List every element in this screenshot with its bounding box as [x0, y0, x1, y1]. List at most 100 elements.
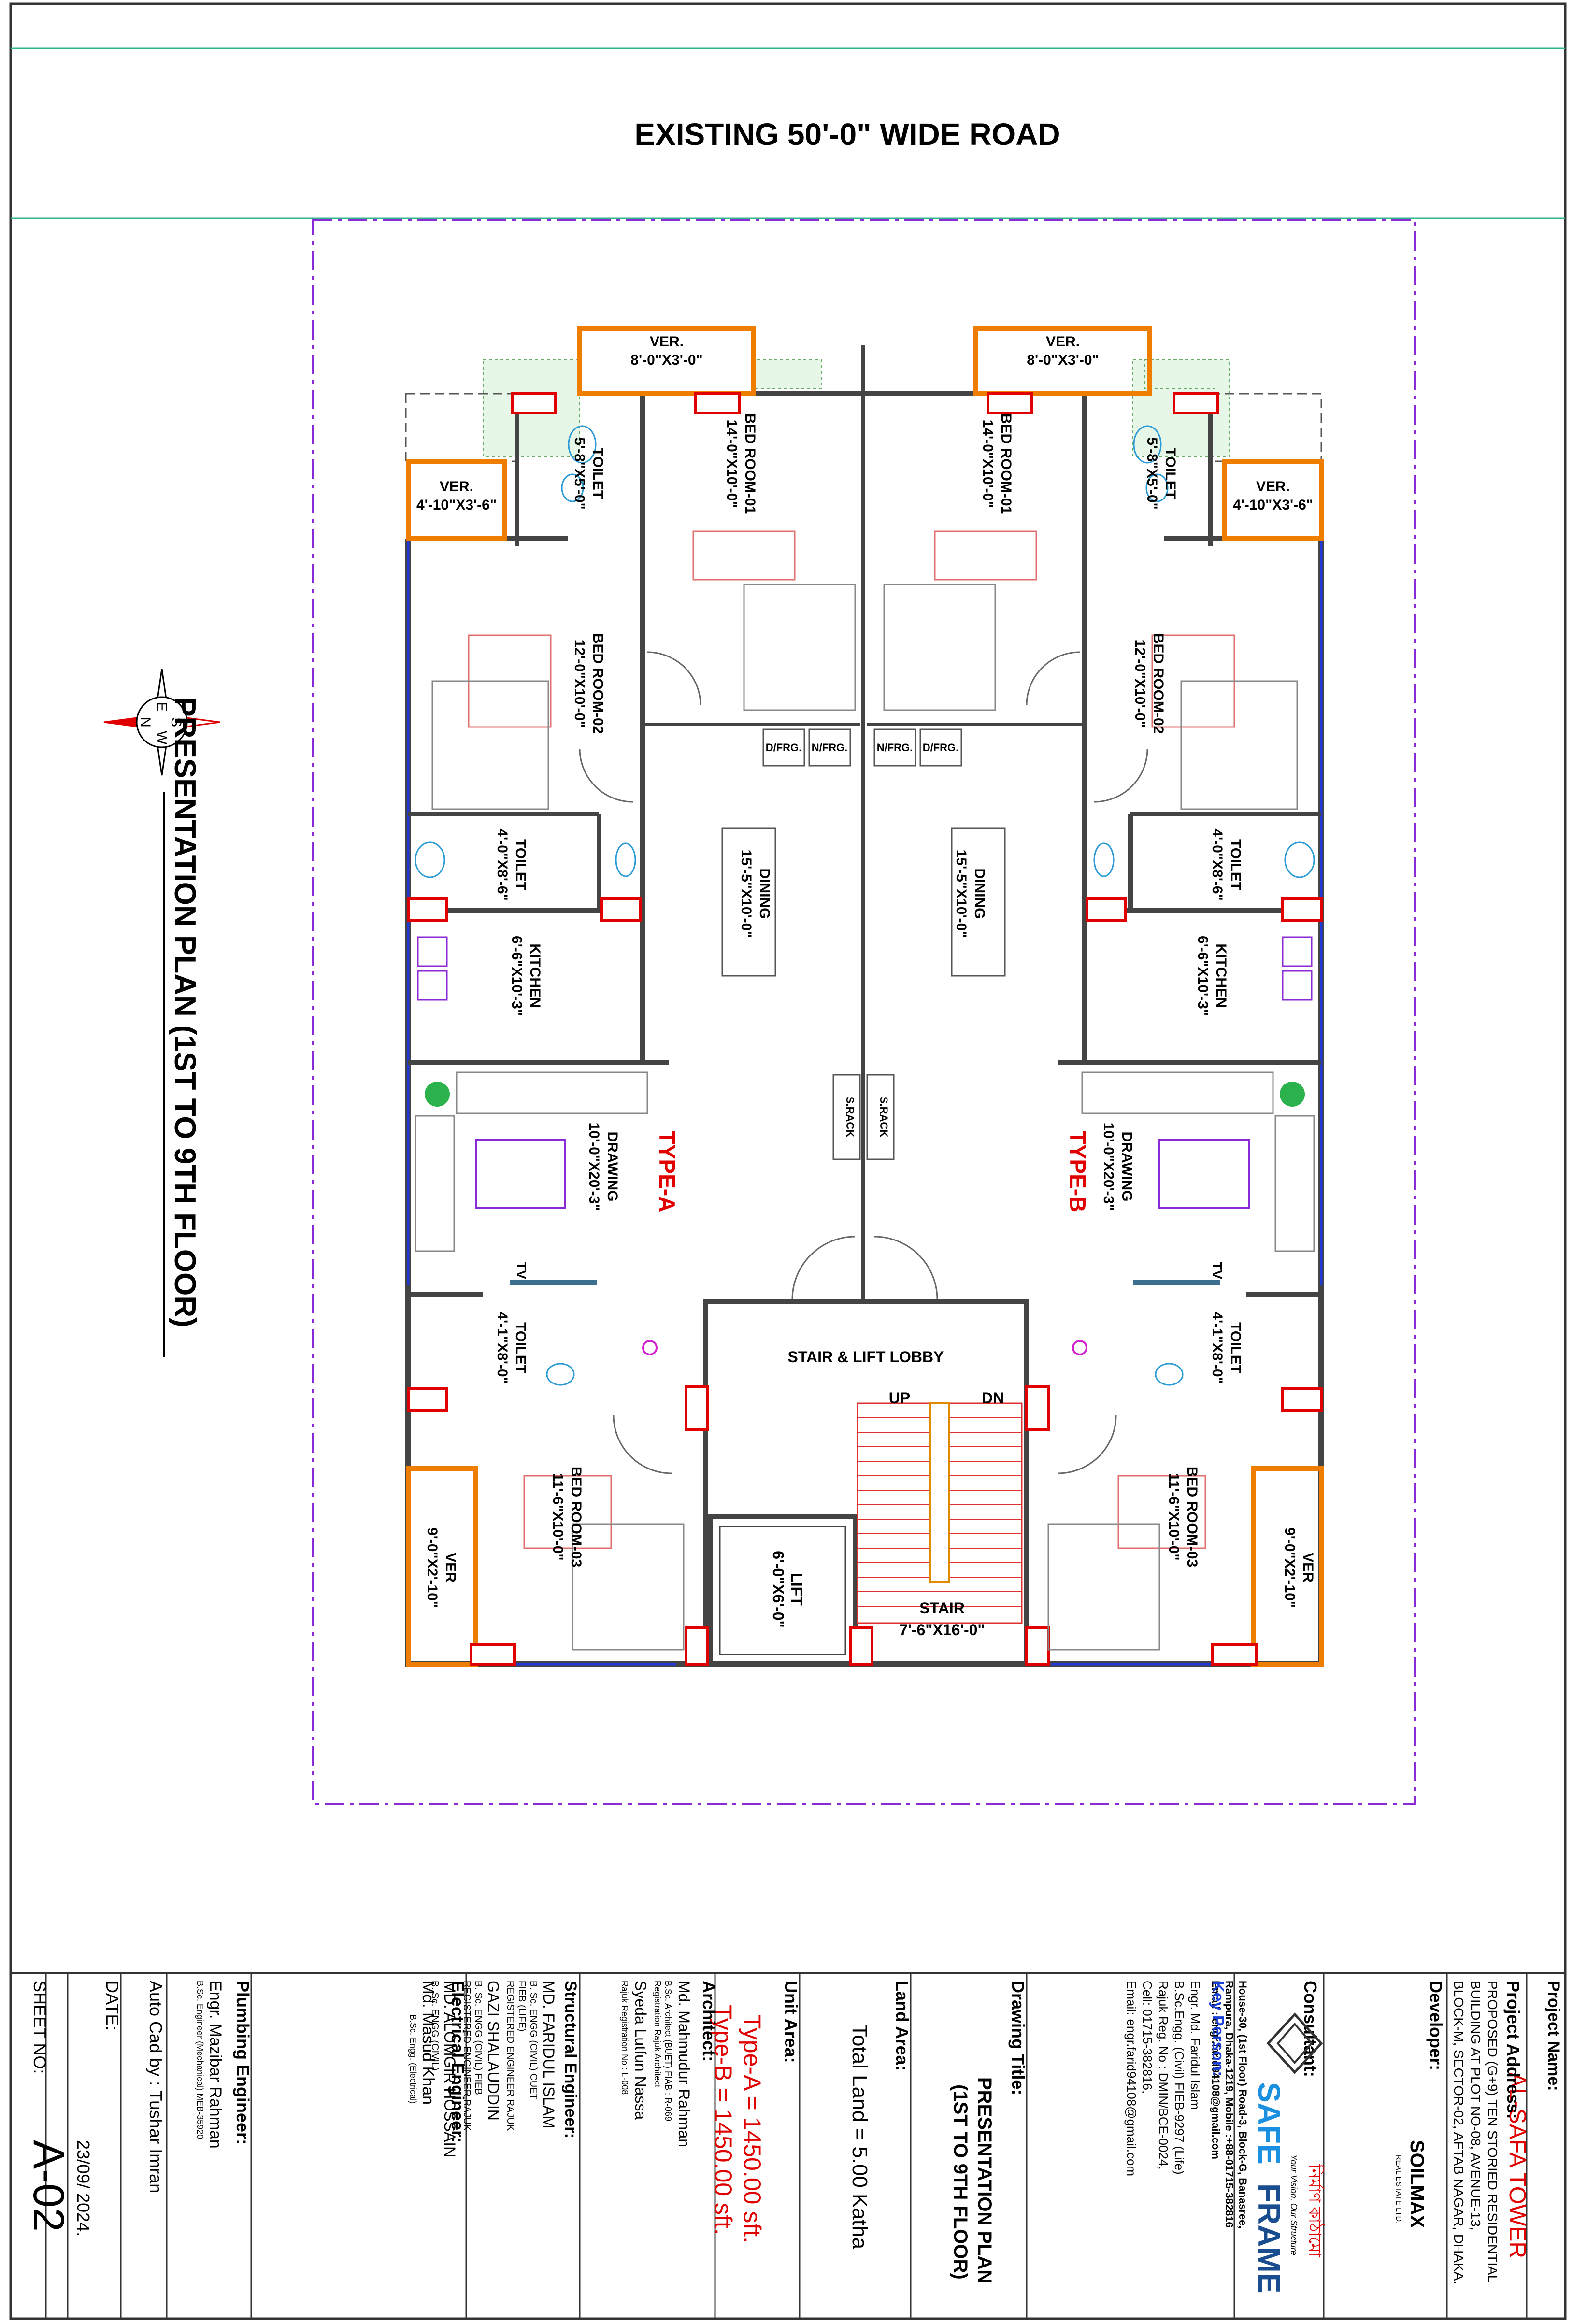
- compass-s: S: [168, 717, 184, 727]
- room-name: VER.: [1046, 334, 1080, 350]
- veranda-frames: [406, 326, 1324, 1667]
- consultant-tagline: Your Vision, Our Structure: [1289, 2154, 1299, 2255]
- room-name: BED ROOM-03: [568, 1467, 584, 1567]
- architect-line: B.Sc. Architect (BUET) FIAB : R-069: [663, 1981, 673, 2121]
- title-block: Project Name: AL-SAFA TOWER Project Addr…: [11, 1972, 1565, 2319]
- core-labels: STAIR & LIFT LOBBY UP DN LIFT6'-0"X6'-0"…: [770, 1348, 1004, 1639]
- shoe-rack-icons: [832, 1074, 895, 1160]
- room-dim: 8'-0"X3'-0": [630, 352, 702, 368]
- structural-label: Structural Engineer:: [561, 1981, 580, 2139]
- safe-frame-logo-icon: [1266, 2012, 1323, 2074]
- room-dim: 8'-0"X3'-0": [1027, 352, 1099, 368]
- project-name: AL-SAFA TOWER: [1504, 2072, 1530, 2258]
- project-address-label: Project Address:: [1503, 1981, 1523, 2119]
- room-dim: 10'-0"X20'-3": [1101, 1123, 1116, 1211]
- stair-dim: 7'-6"X16'-0": [899, 1621, 985, 1639]
- structural-line: REGISTERED ENGINEER RAJUK: [461, 1981, 472, 2131]
- structural-line: B. Sc. ENGG (CIVIL) FIEB: [473, 1981, 484, 2095]
- stove-icons: [417, 936, 1313, 1001]
- room-name: VER.: [1256, 479, 1290, 495]
- sheet-value: A-02: [24, 2140, 72, 2232]
- room-dim: 11'-6"X10'-0": [550, 1473, 566, 1560]
- architect-line: Rajuk Registration No : L-008: [620, 1981, 629, 2095]
- room-dim: 4'-10"X3'-6": [416, 497, 497, 513]
- key-person-line: Rajuk Reg. No : DMIN/BCE-0024,: [1156, 1981, 1171, 2170]
- consultant-address-line: House-30, (1st Floor) Road-3, Block-G, B…: [1237, 1981, 1249, 2228]
- developer-name: SOILMAX: [1406, 2140, 1428, 2228]
- room-name: TOILET: [1162, 448, 1178, 499]
- balcony-hatch: [751, 359, 822, 389]
- room-dim: 4'-10"X3'-6": [1233, 497, 1313, 513]
- drawing-title-line: (1ST TO 9TH FLOOR): [950, 2084, 971, 2280]
- dining-table-icons: [721, 827, 1006, 977]
- room-dim: 12'-0"X10'-0": [572, 640, 587, 728]
- unit-area-line: Type-B = 1450.00 sft.: [710, 2005, 737, 2235]
- structural-line: FIEB (LIFE): [516, 1981, 527, 2032]
- fridge-label: N/FRG.: [812, 741, 848, 754]
- electrical-line: Md. Masud Khan: [419, 1981, 437, 2105]
- lift-shaft: [708, 1514, 858, 1667]
- structural-line: B. Sc. ENGG (CIVIL): [429, 1981, 440, 2071]
- room-dim: 4'-0"X8'-6": [1209, 828, 1225, 900]
- room-dim: 4'-1"X8'-0": [1209, 1312, 1225, 1383]
- project-address-line: BLOCK-M, SECTOR-02, AFTAB NAGAR, DHAKA.: [1451, 1981, 1466, 2284]
- fridge-label: D/FRG.: [923, 741, 959, 754]
- room-dim: 9'-0"X2'-10": [424, 1527, 440, 1608]
- room-dim: 15'-5"X10'-0": [738, 850, 754, 938]
- structural-line: B. Sc. ENGG (CIVIL) CUET: [528, 1981, 539, 2100]
- structural-line: GAZI SHALAUDDIN: [485, 1981, 502, 2121]
- lift-label: LIFT: [788, 1573, 805, 1606]
- compass-n: N: [137, 717, 153, 727]
- room-dim: 5'-8"X5'-0": [1144, 437, 1160, 509]
- plot-boundary: [312, 219, 1416, 1805]
- room-name: VER.: [650, 334, 684, 350]
- road-label: EXISTING 50'-0" WIDE ROAD: [634, 117, 1060, 152]
- compass-w: W: [154, 731, 170, 745]
- logo-word-frame: FRAME: [1252, 2183, 1287, 2294]
- plumbing-line: B.Sc. Engineer (Mechanical) MEB-35920: [195, 1981, 205, 2139]
- key-person-line: Cell: 01715-382816,: [1140, 1981, 1155, 2094]
- room-dim: 5'-8"X5'-0": [572, 437, 587, 509]
- fridge-icons: [762, 728, 962, 767]
- structural-line: MD. FARIDUL ISLAM: [540, 1981, 558, 2128]
- compass-e: E: [154, 702, 170, 712]
- key-person-label: Key Person:: [1209, 1981, 1227, 2076]
- room-name: BED ROOM-02: [1150, 633, 1166, 734]
- electrical-label: Electrical Engineer:: [448, 1981, 468, 2143]
- door-swings: [579, 651, 1148, 1474]
- room-name: TOILET: [513, 839, 529, 890]
- room-labels-type-a: VER. 8'-0"X3'-0" VER. 4'-10"X3'-6" TOILET 5…: [416, 334, 856, 1608]
- structural-line: REGISTERED ENGINEER RAJUK: [505, 1981, 515, 2131]
- architect-line: Syeda Lutfun Nassa: [632, 1981, 649, 2120]
- sofa-icons: [415, 1071, 1315, 1252]
- bed-icons: [431, 530, 1298, 1651]
- electrical-line: B.Sc. Engg. (Electrical): [408, 2014, 418, 2104]
- key-person-line: B.Sc.Engg. (Civil) FIEB-9297 (Life): [1172, 1981, 1187, 2175]
- sheet-label: SHEET NO:: [30, 1981, 50, 2074]
- room-name: DRAWING: [604, 1132, 620, 1202]
- room-dim: 12'-0"X10'-0": [1132, 640, 1148, 728]
- project-name-label: Project Name:: [1544, 1981, 1563, 2091]
- fridge-label: N/FRG.: [877, 741, 913, 754]
- room-name: DRAWING: [1119, 1132, 1135, 1202]
- sheet-border: [9, 2, 1567, 2320]
- up-label: UP: [889, 1389, 910, 1407]
- rack-label: S.RACK: [878, 1097, 890, 1137]
- room-name: TOILET: [1228, 839, 1244, 890]
- land-area-value: Total Land = 5.00 Katha: [848, 2024, 872, 2250]
- date-value: 23/09/ 2024.: [73, 2140, 93, 2237]
- compass-icon: N S E W: [103, 669, 220, 776]
- room-dim: 4'-0"X8'-6": [494, 828, 510, 900]
- room-dim: 4'-1"X8'-0": [494, 1312, 510, 1383]
- room-labels-type-b: VER.8'-0"X3'-0" VER.4'-10"X3'-6" TOILET5…: [877, 334, 1316, 1608]
- room-name: VER.: [440, 479, 473, 495]
- plan-title: PRESENTATION PLAN (1ST TO 9TH FLOOR): [168, 697, 201, 1327]
- type-b-label: TYPE-B: [1065, 1131, 1090, 1212]
- type-a-label: TYPE-A: [655, 1131, 680, 1212]
- key-person-line: Email: engr.farid94108@gmail.com: [1124, 1981, 1139, 2176]
- room-dim: 10'-0"X20'-3": [586, 1123, 602, 1211]
- structural-line: MD. ALOMGIR HOSSAIN: [441, 1981, 458, 2157]
- drawing-title-label: Drawing Title:: [1008, 1981, 1028, 2095]
- drawing-title-line: PRESENTATION PLAN: [974, 2077, 995, 2283]
